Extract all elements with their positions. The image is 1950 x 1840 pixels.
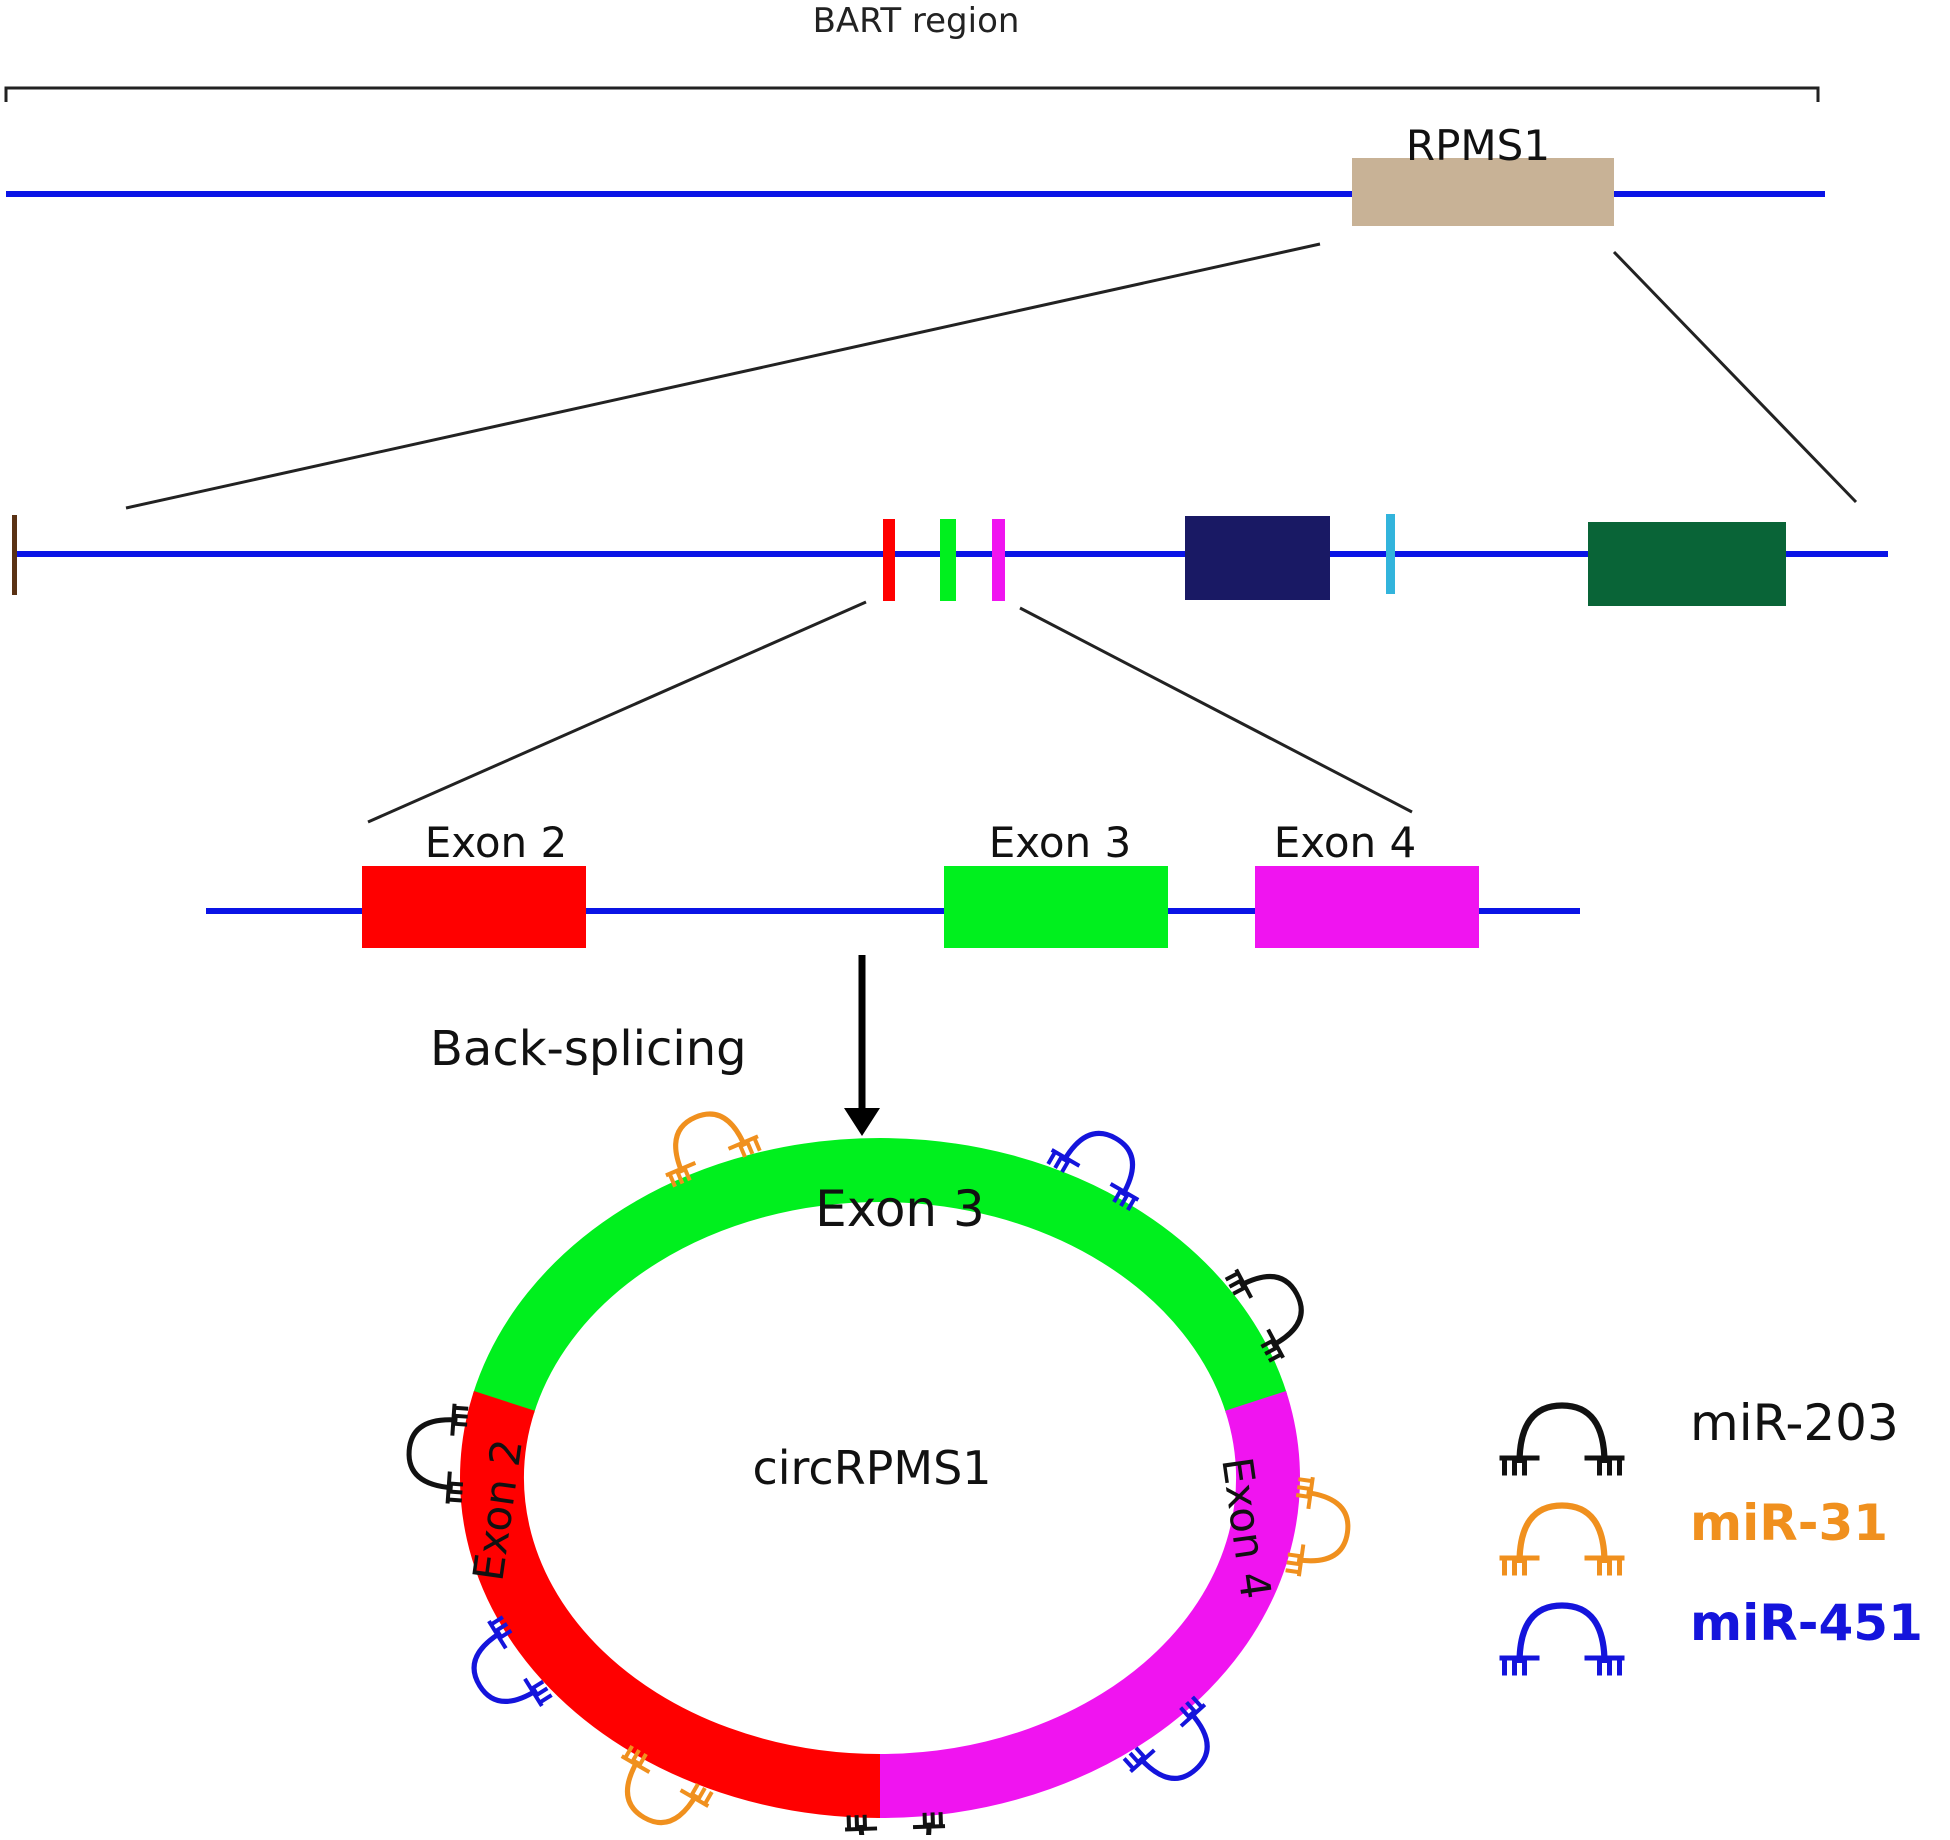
exon3-box <box>944 866 1168 948</box>
mir-203-binding-site-icon <box>406 1401 469 1505</box>
cyan-exon-mark <box>1386 514 1395 594</box>
dark-green-exon-block <box>1588 522 1786 606</box>
gene-start-tick <box>12 515 17 595</box>
circrpms1-ring <box>460 1138 1300 1818</box>
circ-exon3-label: Exon 3 <box>815 1180 985 1238</box>
circ-exon4-arc <box>876 1391 1300 1818</box>
exon2-mark <box>883 519 895 601</box>
mir-203-icon <box>1500 1406 1625 1476</box>
navy-exon-block <box>1185 516 1330 600</box>
zoom-line-exon-left <box>367 600 867 824</box>
back-splicing-label: Back-splicing <box>430 1021 747 1077</box>
legend-item-mir-31: miR-31 <box>1500 1494 1888 1576</box>
exon4-mark <box>992 519 1005 601</box>
mir-451-icon <box>1500 1606 1625 1676</box>
bart-region-bracket <box>4 86 1820 102</box>
legend-item-mir-203: miR-203 <box>1500 1394 1899 1476</box>
bart-region-label: BART region <box>813 1 1020 41</box>
exon3-mark <box>940 519 956 601</box>
exon4-box <box>1255 866 1479 948</box>
zoom-line-exon-right <box>1019 606 1413 814</box>
legend-label-mir-451: miR-451 <box>1690 1594 1923 1652</box>
mir-31-icon <box>1500 1506 1625 1576</box>
rpms1-box <box>1352 158 1614 226</box>
circ-exon3-arc <box>473 1138 1287 1414</box>
zoom-line-right <box>1612 250 1858 504</box>
circ-exon2-arc <box>460 1391 881 1818</box>
exon2-box <box>362 866 586 948</box>
legend-label-mir-31: miR-31 <box>1690 1494 1888 1552</box>
circrpms1-label: circRPMS1 <box>752 1441 991 1495</box>
back-splicing-arrow-head <box>844 1108 880 1136</box>
exon2-label: Exon 2 <box>425 818 568 867</box>
legend: miR-203 miR-31 miR-451 <box>1500 1394 1923 1676</box>
exon3-label: Exon 3 <box>989 818 1132 867</box>
exon4-label: Exon 4 <box>1274 818 1417 867</box>
legend-label-mir-203: miR-203 <box>1690 1394 1899 1452</box>
zoom-line-left <box>125 242 1321 510</box>
rpms1-label: RPMS1 <box>1406 121 1550 170</box>
legend-item-mir-451: miR-451 <box>1500 1594 1923 1676</box>
